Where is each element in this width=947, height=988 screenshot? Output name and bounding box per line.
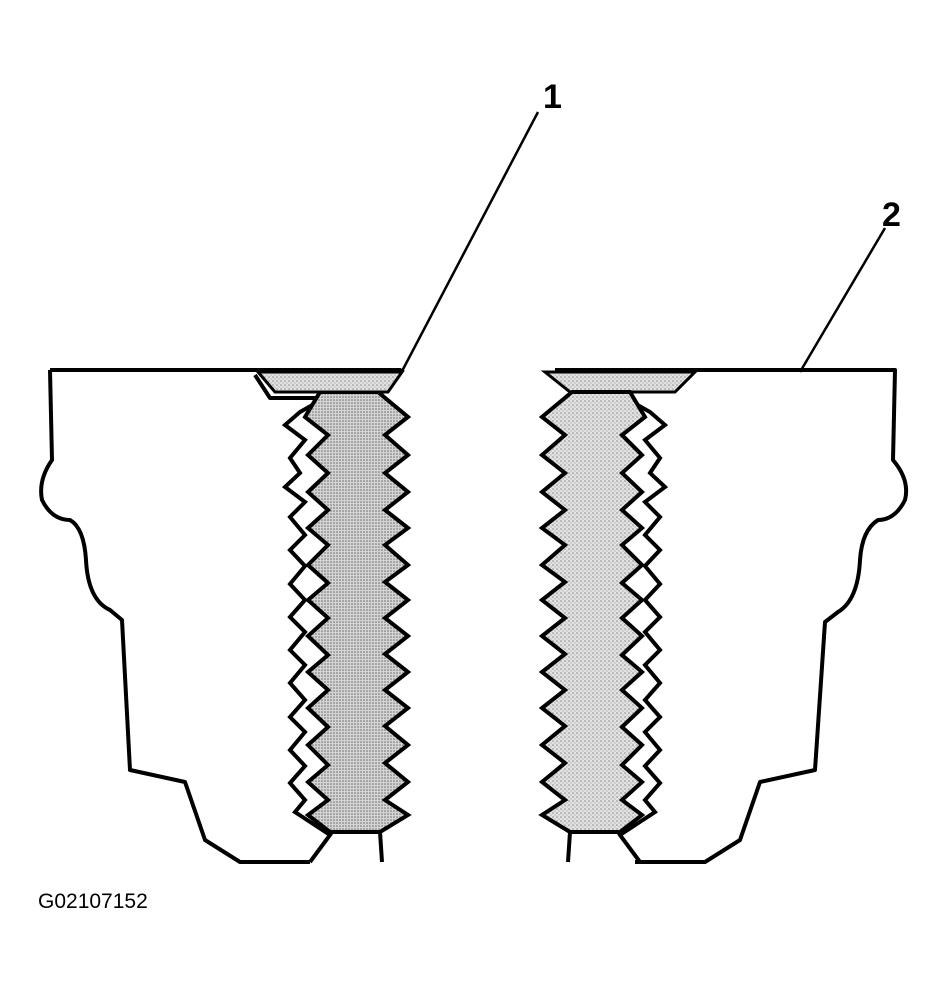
left-cap <box>254 370 405 394</box>
left-thread-insert <box>281 393 333 864</box>
right-screw-thread <box>538 390 648 834</box>
left-housing <box>39 368 412 864</box>
figure-code: G02107152 <box>38 890 148 913</box>
right-housing <box>538 368 909 864</box>
left-screw-thread <box>302 390 412 834</box>
callout-1: 1 <box>398 78 562 376</box>
callout-1-label: 1 <box>543 78 562 116</box>
right-thread-insert <box>617 393 669 864</box>
callout-2-label: 2 <box>882 196 901 234</box>
callout-2: 2 <box>798 196 901 373</box>
